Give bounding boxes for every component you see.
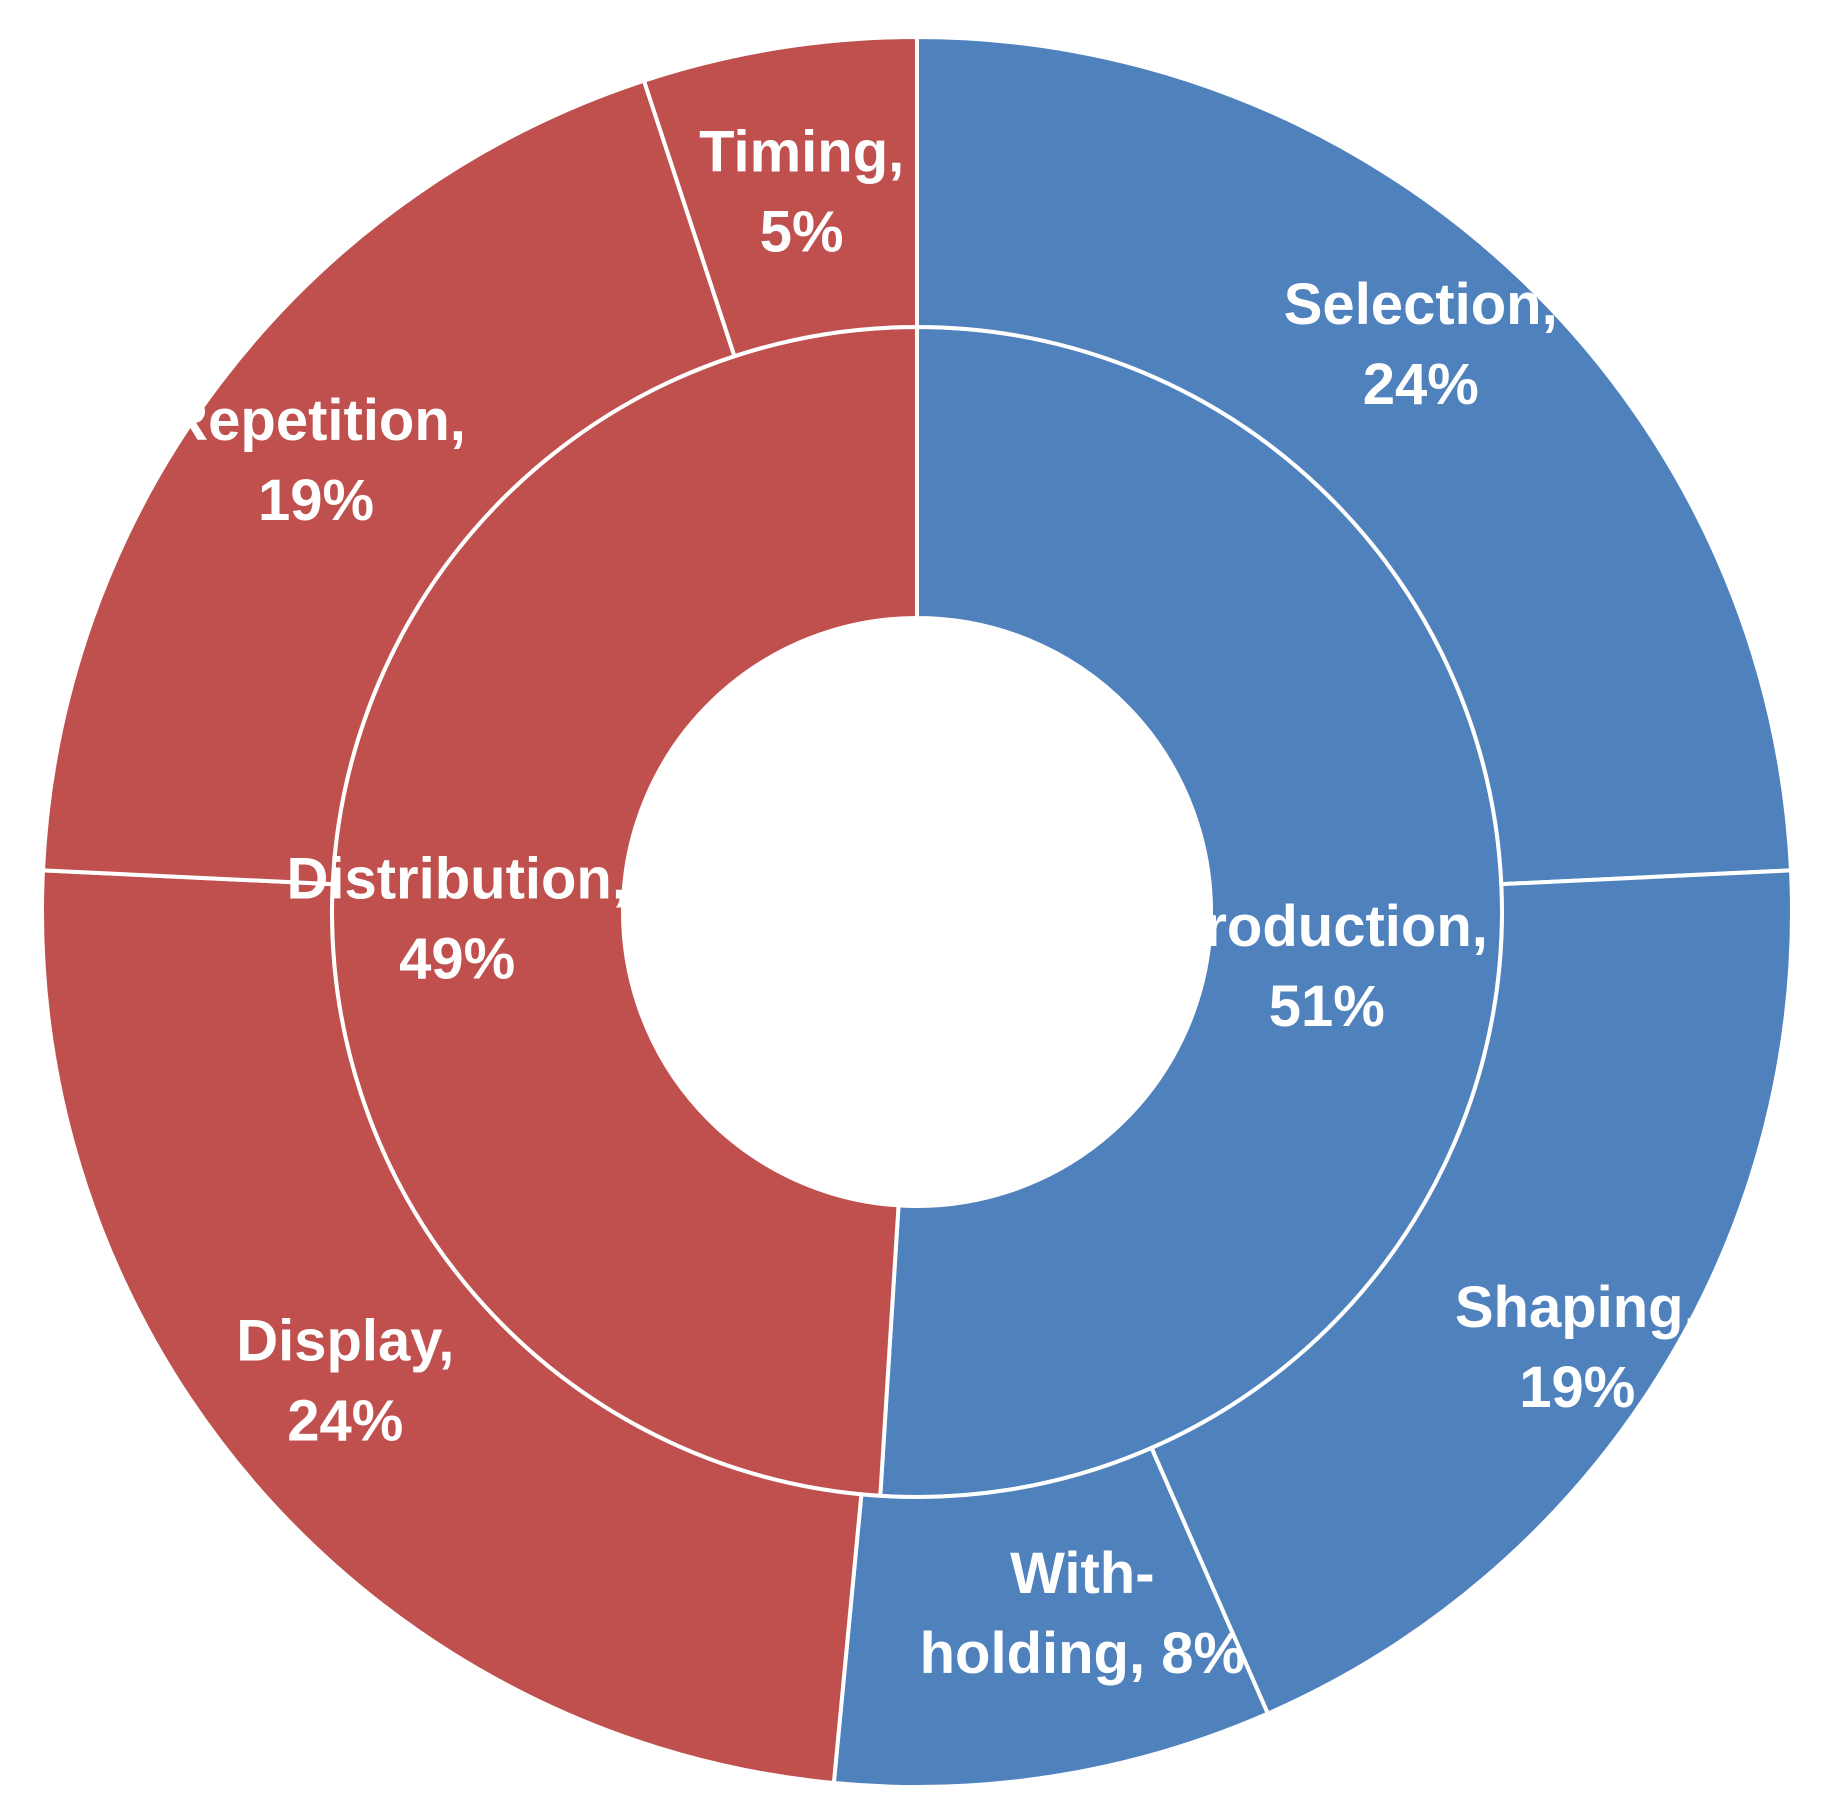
outer-segment-selection: [915, 34, 1794, 887]
outer-label-shaping-line-1: Shaping,: [1455, 1275, 1700, 1340]
outer-label-with-holding-line-1: With-: [1010, 1541, 1154, 1606]
outer-label-selection: Selection, 24%: [1284, 272, 1558, 417]
labels-layer: Production, 51% Distribution, 49% Selection,…: [166, 119, 1699, 1686]
outer-label-shaping: Shaping, 19%: [1455, 1275, 1700, 1420]
outer-label-timing-line-2: 5%: [760, 199, 844, 264]
outer-label-selection-line-2: 24%: [1363, 352, 1479, 417]
segments-layer: [40, 34, 1794, 1789]
outer-label-display-line-1: Display,: [236, 1308, 454, 1373]
inner-label-production: Production, 51%: [1166, 894, 1488, 1039]
outer-label-with-holding-line-2: holding, 8%: [920, 1621, 1245, 1686]
inner-label-production-line-2: 51%: [1269, 974, 1385, 1039]
outer-label-shaping-line-2: 19%: [1519, 1355, 1635, 1420]
inner-label-distribution-line-2: 49%: [399, 926, 515, 991]
outer-label-repetition-line-2: 19%: [258, 468, 374, 533]
outer-label-with-holding: With-holding, 8%: [920, 1541, 1245, 1686]
inner-label-distribution-line-1: Distribution,: [286, 846, 628, 911]
outer-label-timing: Timing, 5%: [699, 119, 904, 264]
outer-label-display: Display, 24%: [236, 1308, 454, 1453]
outer-segment-repetition: [40, 78, 737, 887]
outer-label-repetition-line-1: Repetition,: [166, 388, 466, 453]
outer-segment-timing: [641, 34, 919, 359]
outer-segment-shaping: [1148, 868, 1794, 1717]
outer-label-selection-line-1: Selection,: [1284, 272, 1558, 337]
inner-label-distribution: Distribution, 49%: [286, 846, 628, 991]
outer-label-timing-line-1: Timing,: [699, 119, 904, 184]
outer-label-display-line-2: 24%: [287, 1388, 403, 1453]
outer-segment-display: [40, 868, 864, 1786]
inner-label-production-line-1: Production,: [1166, 894, 1488, 959]
outer-label-repetition: Repetition, 19%: [166, 388, 466, 533]
